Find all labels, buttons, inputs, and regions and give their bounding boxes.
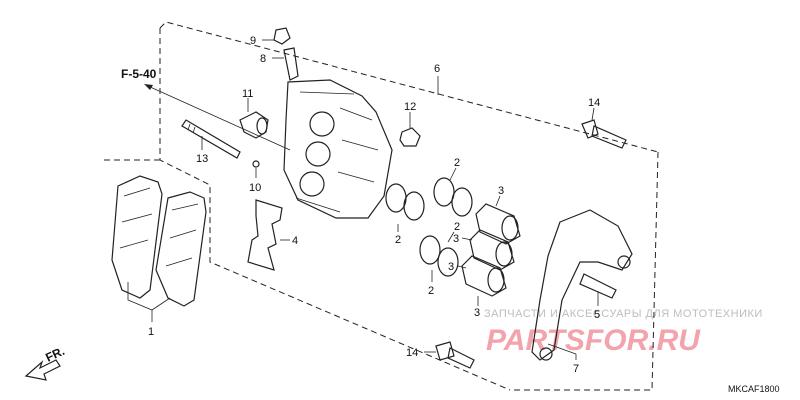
bolt-bottom-shaft: [447, 347, 475, 369]
pin-plug-shape: [252, 160, 260, 168]
front-label: FR.: [43, 344, 66, 365]
watermark-brand: PARTSFOR.RU: [486, 324, 701, 357]
bleeder-nut: 12: [399, 101, 421, 147]
bleeder: 9 8: [250, 27, 299, 81]
reference-label: F-5-40: [121, 67, 157, 81]
bleeder-screw: [283, 47, 299, 81]
front-direction: FR.: [24, 344, 67, 381]
brake-pad-inner: [155, 191, 207, 307]
label-2-middle: 2: [454, 221, 460, 233]
watermark-tagline: ЗАПЧАСТИ И АКСЕССУАРЫ ДЛЯ МОТОТЕХНИКИ: [484, 308, 763, 320]
diagram-code: MKCAF1800: [728, 384, 780, 394]
bracket-body: [531, 209, 633, 361]
label-3-middle: 3: [453, 233, 459, 245]
label-5: 5: [594, 309, 600, 321]
label-7: 7: [573, 363, 579, 375]
reference-line: [147, 85, 291, 151]
pad-retainer: 5: [579, 273, 617, 321]
piston-top: [475, 203, 521, 245]
bolt-bottom: 14: [406, 341, 475, 369]
watermark: PARTSFOR.RU ЗАПЧАСТИ И АКСЕССУАРЫ ДЛЯ МО…: [484, 308, 763, 357]
label-9: 9: [250, 35, 256, 47]
outline-top-edge: [159, 21, 659, 153]
bolt-bottom-head: [435, 341, 455, 361]
label-4: 4: [292, 235, 298, 247]
label-14-bottom: 14: [406, 347, 418, 359]
pistons: 3 3 3 3: [448, 185, 521, 319]
brake-pad-outer: [111, 175, 163, 299]
piston-bottom: [461, 255, 507, 297]
label-2-top: 2: [454, 157, 460, 169]
pad-pin-body: [181, 119, 241, 159]
bolt-top: 14: [581, 97, 627, 149]
outline-left-edge: [159, 28, 511, 391]
piston-middle: [469, 229, 515, 271]
caliper-bracket: 7: [531, 209, 633, 375]
bleeder-nut-shape: [399, 127, 421, 147]
label-2-bottom: 2: [428, 285, 434, 297]
brake-pads: 1: [111, 175, 207, 338]
label-1: 1: [148, 326, 154, 338]
leader-6: 6: [434, 63, 440, 95]
label-3-bottom: 3: [474, 307, 480, 319]
label-12: 12: [404, 101, 416, 113]
bolt-top-head: [581, 119, 599, 139]
front-arrow-icon: [24, 359, 61, 381]
pad-retainer-shape: [579, 273, 617, 299]
seals-upper: 2 2: [385, 157, 473, 246]
brake-pad-inner-ribs: [165, 203, 199, 267]
bleeder-cap: [273, 27, 291, 45]
label-13: 13: [196, 153, 208, 165]
brake-pad-outer-ribs: [119, 187, 153, 249]
reference-arrow: F-5-40: [121, 67, 291, 151]
label-3-top: 3: [498, 185, 504, 197]
boot: 11: [239, 88, 269, 139]
leader-1: [127, 282, 171, 311]
label-3-lower: 3: [448, 261, 454, 273]
pad-pin: 13: [181, 119, 241, 165]
label-10: 10: [249, 182, 261, 194]
pad-spring-body: [247, 199, 283, 271]
label-2-left: 2: [395, 234, 401, 246]
pin-plug: 10: [249, 160, 261, 194]
reference-arrowhead-icon: [144, 84, 153, 90]
caliper-housing: [283, 79, 393, 219]
pad-spring: 4: [247, 199, 298, 271]
bolt-top-shaft: [591, 125, 627, 149]
caliper-body: [283, 79, 393, 219]
label-14-top: 14: [588, 97, 600, 109]
label-6: 6: [434, 63, 440, 75]
outline-right-edge: [510, 151, 659, 391]
label-11: 11: [242, 88, 253, 100]
seals-lower: 2 2: [419, 221, 460, 297]
label-8: 8: [260, 53, 266, 65]
assembly-outline: [100, 21, 659, 391]
